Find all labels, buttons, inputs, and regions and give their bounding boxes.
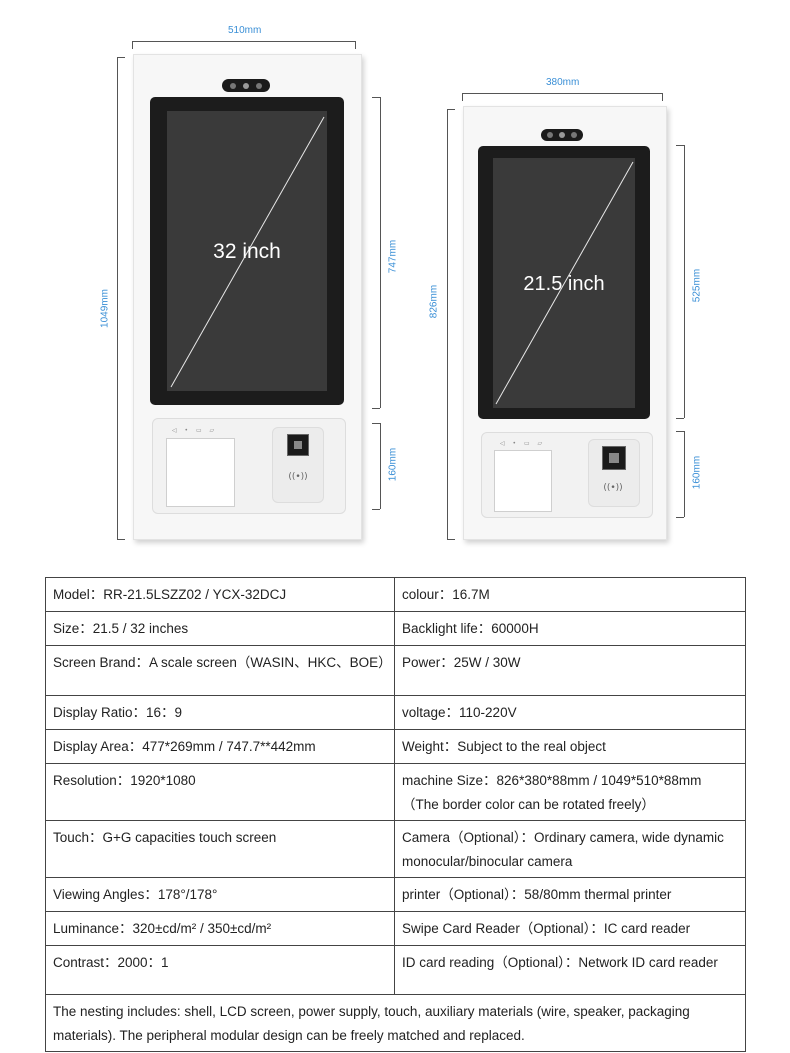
kiosk-large-screen-tick-top: [372, 97, 380, 98]
table-row: Model：RR-21.5LSZZ02 / YCX-32DCJ colour：1…: [45, 577, 746, 612]
kiosk-small-screen-tick-top: [676, 145, 684, 146]
kiosk-small-screen-tick-bottom: [676, 418, 684, 419]
kiosk-large-screen-height-line: [380, 97, 381, 408]
nfc-icon: ((•)): [288, 472, 308, 482]
nfc-icon: ((•)): [603, 483, 623, 493]
spec-size: Size：21.5 / 32 inches: [45, 611, 395, 646]
kiosk-large-height-label: 1049mm: [99, 289, 111, 328]
kiosk-small-screen-height-line: [684, 145, 685, 418]
spec-luminance: Luminance：320±cd/m² / 350±cd/m²: [45, 911, 395, 946]
kiosk-small-screen-text: 21.5 inch: [523, 273, 605, 295]
table-row: Screen Brand：A scale screen（WASIN、HKC、BO…: [45, 645, 746, 696]
spec-colour: colour：16.7M: [394, 577, 746, 612]
table-row: Display Ratio：16：9 voltage：110-220V: [45, 695, 746, 730]
spec-touch: Touch：G+G capacities touch screen: [45, 820, 395, 878]
camera-icon: [541, 129, 583, 141]
table-row: Resolution：1920*1080 machine Size：826*38…: [45, 763, 746, 821]
spec-camera: Camera（Optional）：Ordinary camera, wide d…: [394, 820, 746, 878]
kiosk-small-height-tick-bottom: [447, 539, 455, 540]
kiosk-small-height-label: 826mm: [428, 284, 440, 319]
kiosk-large-module-height-line: [380, 423, 381, 509]
spec-resolution: Resolution：1920*1080: [45, 763, 395, 821]
kiosk-small-module-height-line: [684, 431, 685, 517]
kiosk-small-width-tick-left: [462, 93, 463, 101]
kiosk-large-height-line: [117, 57, 118, 539]
spec-printer: printer（Optional）：58/80mm thermal printe…: [394, 877, 746, 912]
kiosk-large-screen-text: 32 inch: [213, 240, 281, 263]
kiosk-small-module-tick-bottom: [676, 517, 684, 518]
kiosk-small-module-tick-top: [676, 431, 684, 432]
spec-display-area: Display Area：477*269mm / 747.7**442mm: [45, 729, 395, 764]
scanner-icon: [287, 434, 309, 456]
camera-icon: [222, 79, 270, 92]
spec-viewing-angles: Viewing Angles：178°/178°: [45, 877, 395, 912]
kiosk-small-width-tick-right: [662, 93, 663, 101]
table-row: Touch：G+G capacities touch screen Camera…: [45, 820, 746, 878]
spec-model: Model：RR-21.5LSZZ02 / YCX-32DCJ: [45, 577, 395, 612]
kiosk-large-module-tick-top: [372, 423, 380, 424]
kiosk-large-width-label: 510mm: [228, 25, 262, 36]
kiosk-small-width-label: 380mm: [546, 77, 580, 88]
printer-status-icons: ◁ • ▭ ▱: [500, 440, 546, 447]
kiosk-large-screen: [167, 111, 327, 391]
kiosk-small-screen-diagonal: [495, 161, 634, 405]
kiosk-small-screen: [493, 158, 635, 408]
printer-status-icons: ◁ • ▭ ▱: [172, 427, 218, 434]
spec-display-ratio: Display Ratio：16：9: [45, 695, 395, 730]
kiosk-large-screen-height-label: 747mm: [387, 239, 399, 274]
printer-icon: [494, 450, 552, 512]
kiosk-large-screen-tick-bottom: [372, 408, 380, 409]
kiosk-small-height-line: [447, 109, 448, 539]
printer-icon: [166, 438, 235, 507]
kiosk-large-width-line: [132, 41, 355, 42]
spec-voltage: voltage：110-220V: [394, 695, 746, 730]
table-row: Contrast：2000：1 ID card reading（Optional…: [45, 945, 746, 995]
spec-footer-note: The nesting includes: shell, LCD screen,…: [45, 994, 746, 1052]
spec-swipe-card-reader: Swipe Card Reader（Optional）：IC card read…: [394, 911, 746, 946]
kiosk-small-screen-height-label: 525mm: [691, 268, 703, 303]
spec-screen-brand: Screen Brand：A scale screen（WASIN、HKC、BO…: [45, 645, 395, 696]
table-row: Viewing Angles：178°/178° printer（Optiona…: [45, 877, 746, 912]
kiosk-large-module-height-label: 160mm: [387, 447, 399, 482]
kiosk-large-screen-diagonal: [170, 116, 325, 388]
kiosk-small-width-line: [462, 93, 662, 94]
spec-backlight-life: Backlight life：60000H: [394, 611, 746, 646]
kiosk-small-height-tick-top: [447, 109, 455, 110]
scanner-icon: [602, 446, 626, 470]
table-row: The nesting includes: shell, LCD screen,…: [45, 994, 746, 1052]
spec-machine-size: machine Size：826*380*88mm / 1049*510*88m…: [394, 763, 746, 821]
spec-id-card-reading: ID card reading（Optional）：Network ID car…: [394, 945, 746, 995]
kiosk-large-width-tick-left: [132, 41, 133, 49]
spec-weight: Weight：Subject to the real object: [394, 729, 746, 764]
kiosk-large-width-tick-right: [355, 41, 356, 49]
kiosk-large-module-tick-bottom: [372, 509, 380, 510]
kiosk-large-height-tick-bottom: [117, 539, 125, 540]
table-row: Display Area：477*269mm / 747.7**442mm We…: [45, 729, 746, 764]
table-row: Luminance：320±cd/m² / 350±cd/m² Swipe Ca…: [45, 911, 746, 946]
kiosk-large-height-tick-top: [117, 57, 125, 58]
table-row: Size：21.5 / 32 inches Backlight life：600…: [45, 611, 746, 646]
spec-contrast: Contrast：2000：1: [45, 945, 395, 995]
spec-power: Power：25W / 30W: [394, 645, 746, 696]
spec-table: Model：RR-21.5LSZZ02 / YCX-32DCJ colour：1…: [45, 577, 746, 1052]
kiosk-small-module-height-label: 160mm: [691, 455, 703, 490]
